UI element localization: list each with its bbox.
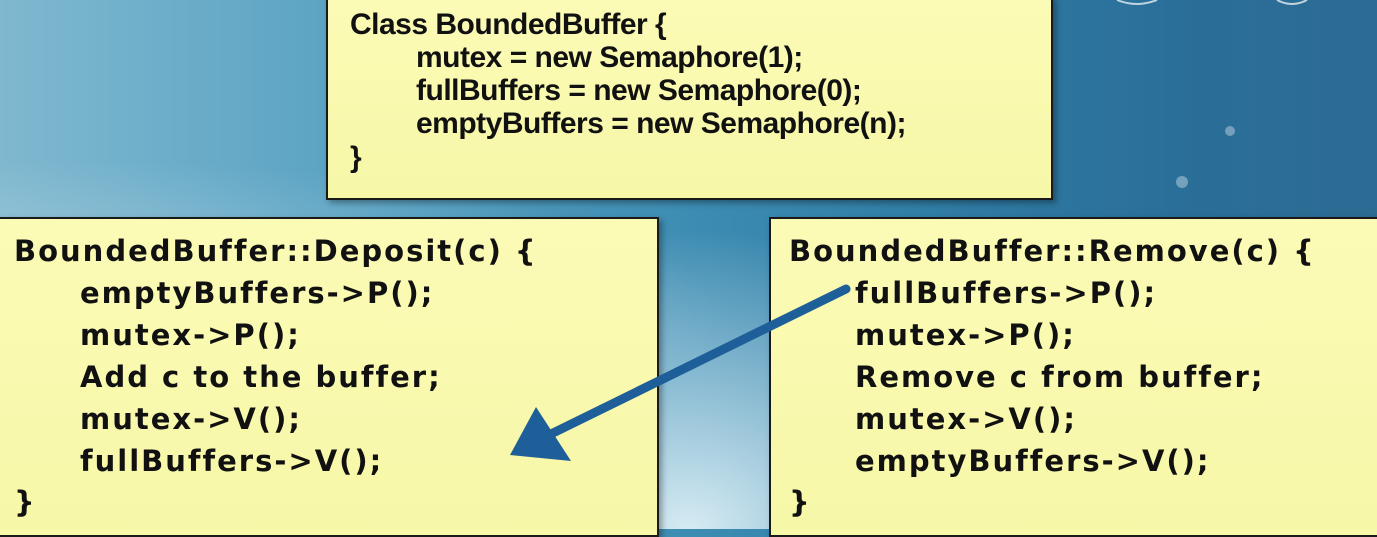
remove-line-1: fullBuffers->P(); — [855, 276, 1158, 310]
corner-decoration-icon — [1116, 0, 1308, 5]
background-dot — [1225, 126, 1235, 136]
class-header-line: Class BoundedBuffer { — [350, 8, 667, 41]
deposit-function-box: BoundedBuffer::Deposit(c) { emptyBuffers… — [0, 217, 659, 537]
fullbuffers-line: fullBuffers = new Semaphore(0); — [416, 74, 862, 107]
class-definition-box: Class BoundedBuffer { mutex = new Semaph… — [326, 0, 1053, 200]
mutex-line: mutex = new Semaphore(1); — [416, 41, 803, 74]
remove-header-line: BoundedBuffer::Remove(c) { — [789, 234, 1316, 268]
deposit-line-5: fullBuffers->V(); — [80, 444, 384, 478]
background-dot — [1176, 176, 1188, 188]
emptybuffers-line: emptyBuffers = new Semaphore(n); — [416, 107, 906, 140]
remove-function-box: BoundedBuffer::Remove(c) { fullBuffers->… — [769, 217, 1377, 537]
deposit-line-4: mutex->V(); — [80, 402, 302, 436]
deposit-line-1: emptyBuffers->P(); — [80, 276, 435, 310]
deposit-line-3: Add c to the buffer; — [80, 360, 442, 394]
deposit-close-brace: } — [14, 485, 37, 519]
remove-line-5: emptyBuffers->V(); — [855, 444, 1211, 478]
deposit-header-line: BoundedBuffer::Deposit(c) { — [14, 234, 538, 268]
remove-line-3: Remove c from buffer; — [855, 360, 1265, 394]
remove-line-2: mutex->P(); — [855, 318, 1076, 352]
class-close-brace: } — [350, 141, 362, 174]
remove-close-brace: } — [789, 485, 812, 519]
deposit-line-2: mutex->P(); — [80, 318, 301, 352]
remove-line-4: mutex->V(); — [855, 402, 1077, 436]
